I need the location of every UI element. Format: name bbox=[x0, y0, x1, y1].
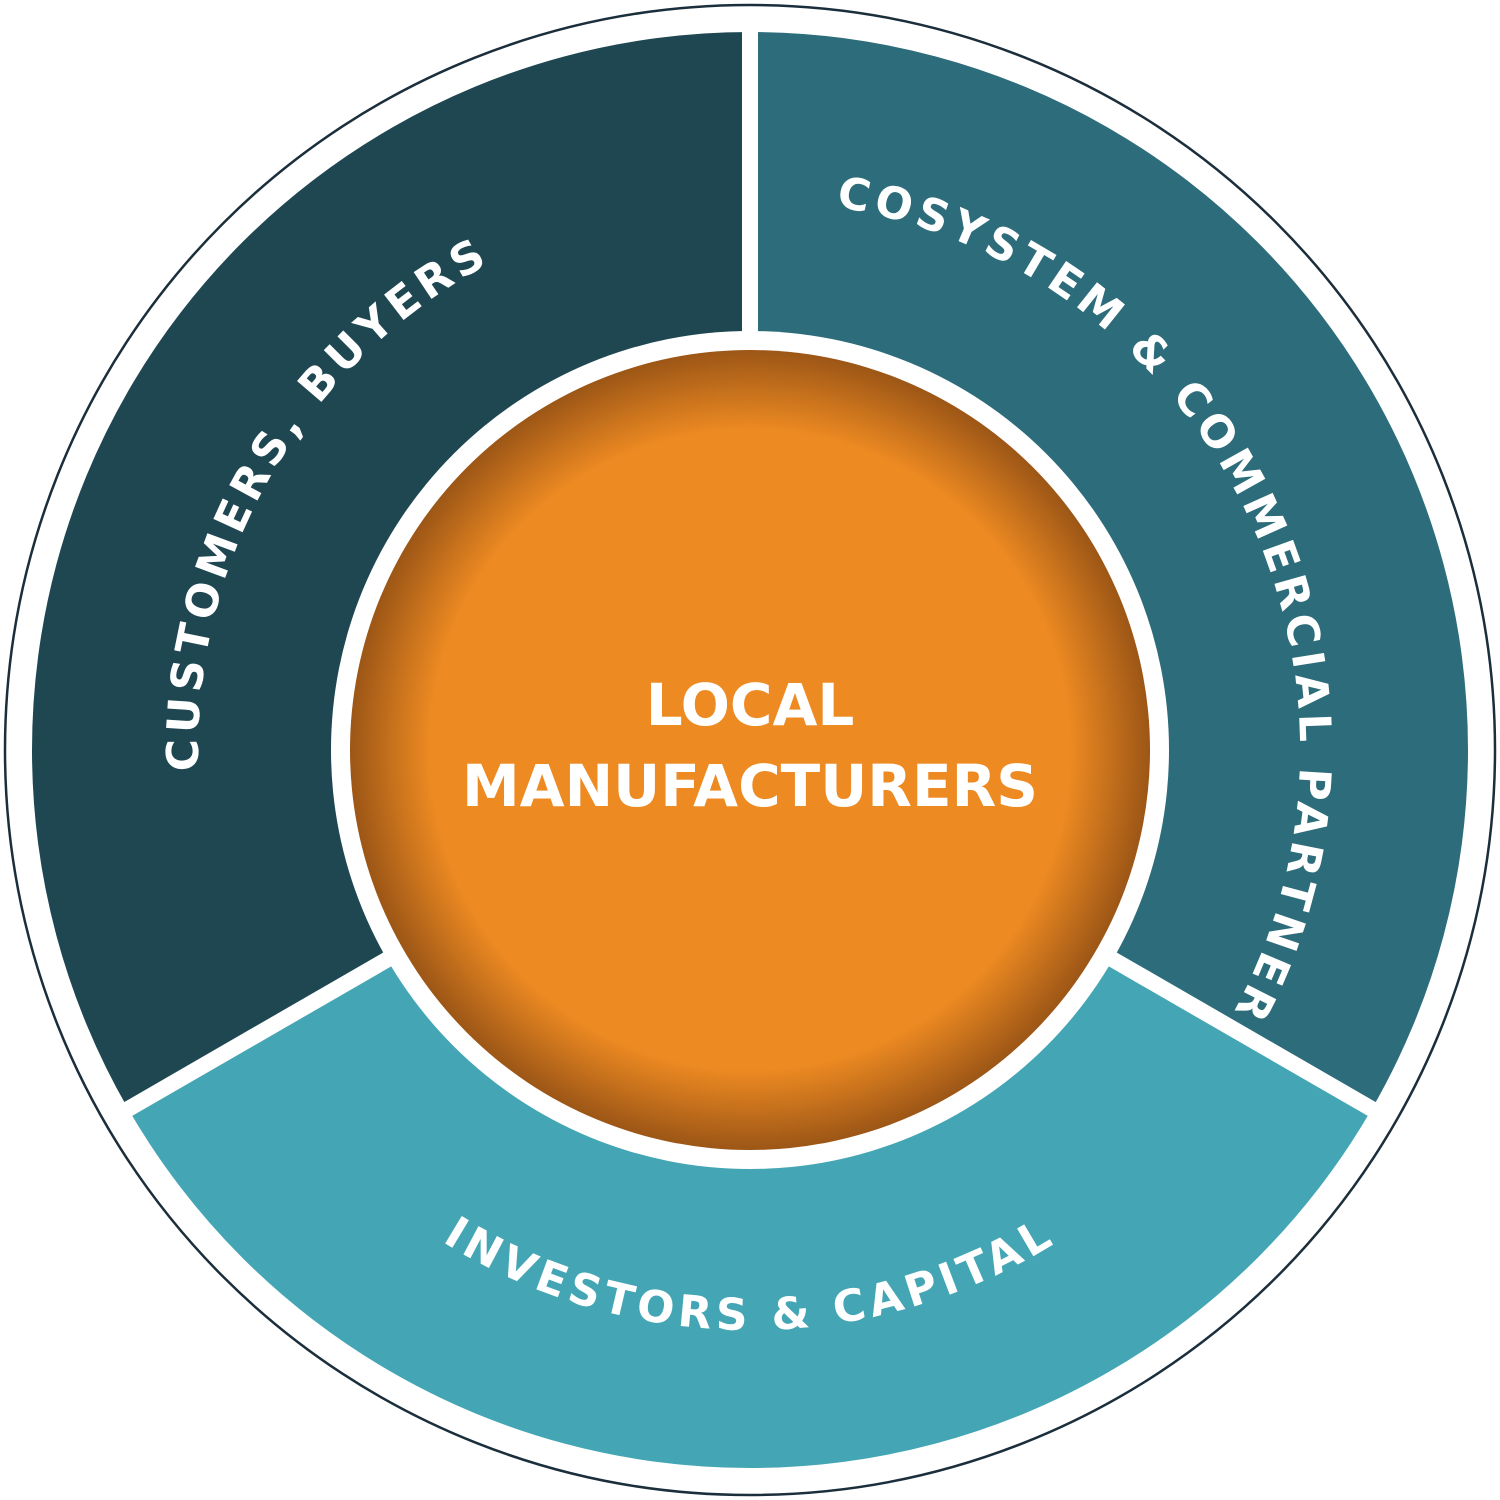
divider-investors-customers bbox=[118, 948, 399, 1119]
divider-ecosystem-investors bbox=[1101, 948, 1382, 1119]
center-circle bbox=[350, 350, 1150, 1150]
center-title-line-2: MANUFACTURERS bbox=[462, 752, 1038, 820]
outer-outline bbox=[3, 3, 1497, 1497]
segment-investors bbox=[128, 957, 1372, 1469]
center-title-line-1: LOCAL bbox=[646, 671, 855, 739]
segment-ecosystem bbox=[750, 32, 1469, 1109]
segment-customers bbox=[31, 32, 751, 1109]
